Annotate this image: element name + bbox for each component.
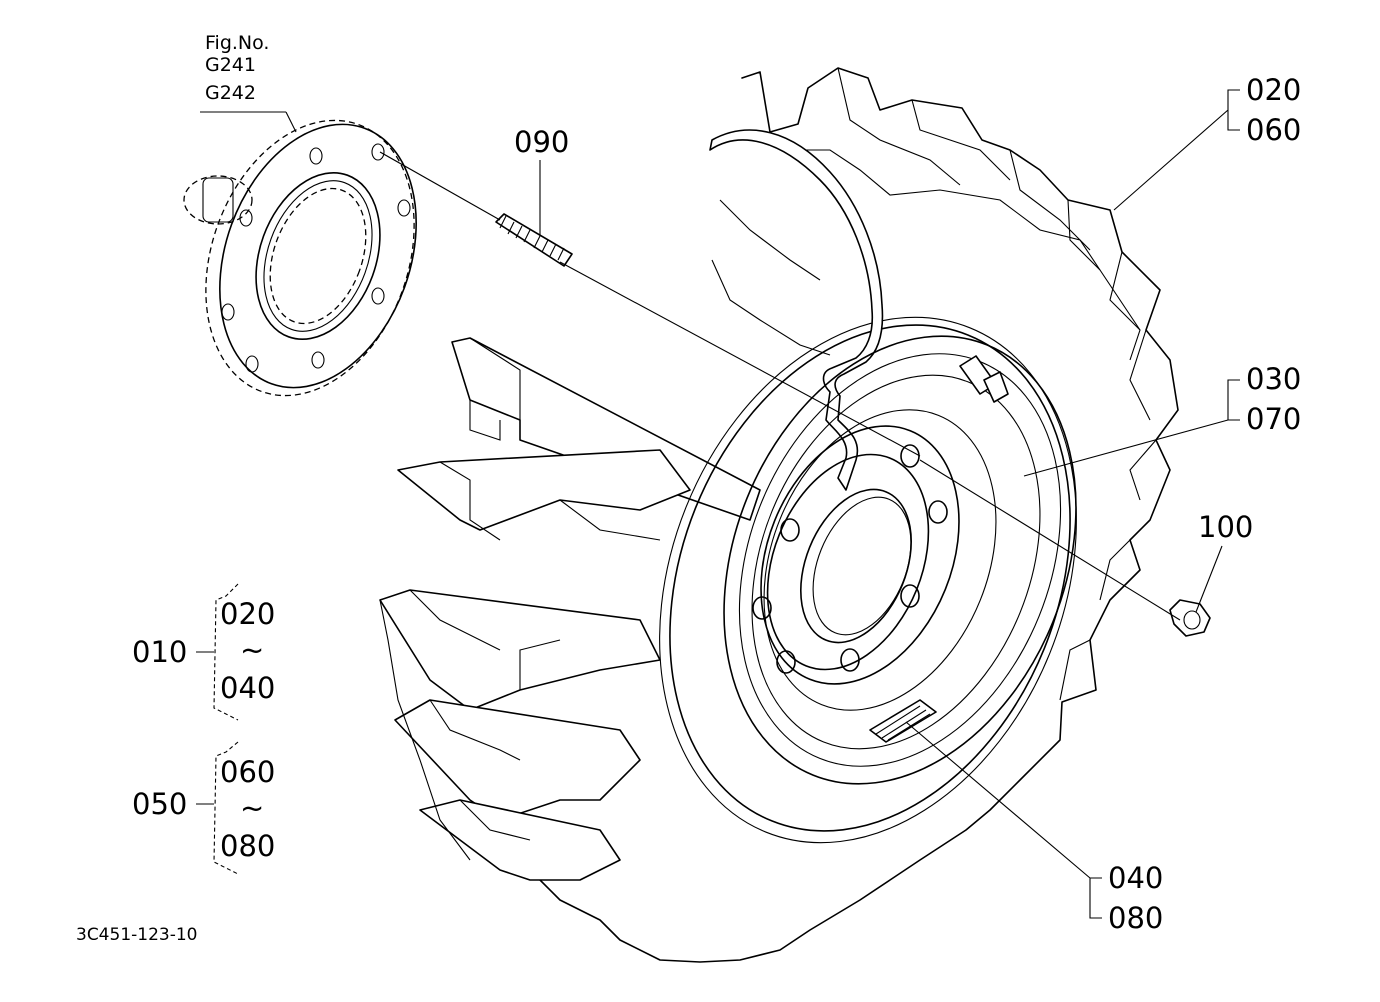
- legend-from-020: 020: [220, 597, 275, 631]
- callout-040: 040: [1108, 861, 1163, 895]
- callout-080: 080: [1108, 901, 1163, 935]
- legend-to-080: 080: [220, 829, 275, 863]
- legend-tilde-1: ~: [240, 633, 264, 667]
- legend-parent-010: 010: [132, 635, 187, 669]
- flange-bolt-holes: [221, 143, 411, 373]
- assembly-legend-010: 010 020 ~ 040: [132, 583, 275, 721]
- tire: [379, 67, 1179, 963]
- callout-100: 100: [1198, 510, 1253, 544]
- figure-reference: Fig.No. G241 G242: [205, 32, 269, 104]
- assembly-legend-050: 050 060 ~ 080: [132, 741, 275, 875]
- callout-090: 090: [514, 125, 569, 159]
- leader-lines: [200, 89, 1240, 919]
- fig-ref-g242: G242: [205, 82, 256, 104]
- legend-from-060: 060: [220, 755, 275, 789]
- inner-tube: [709, 129, 884, 491]
- callout-060: 060: [1246, 113, 1301, 147]
- valve-stem: [959, 355, 1009, 403]
- legend-tilde-2: ~: [240, 791, 264, 825]
- callout-070: 070: [1246, 402, 1301, 436]
- fig-ref-g241: G241: [205, 54, 256, 76]
- fig-ref-title: Fig.No.: [205, 32, 269, 54]
- legend-to-040: 040: [220, 671, 275, 705]
- callout-030: 030: [1246, 362, 1301, 396]
- drawing-code: 3C451-123-10: [76, 925, 197, 945]
- rim: [723, 335, 1077, 785]
- legend-parent-050: 050: [132, 787, 187, 821]
- callout-020: 020: [1246, 73, 1301, 107]
- wheel-nut: [1169, 599, 1211, 637]
- hub-flange: [183, 119, 417, 397]
- stud-bolt: [495, 213, 573, 267]
